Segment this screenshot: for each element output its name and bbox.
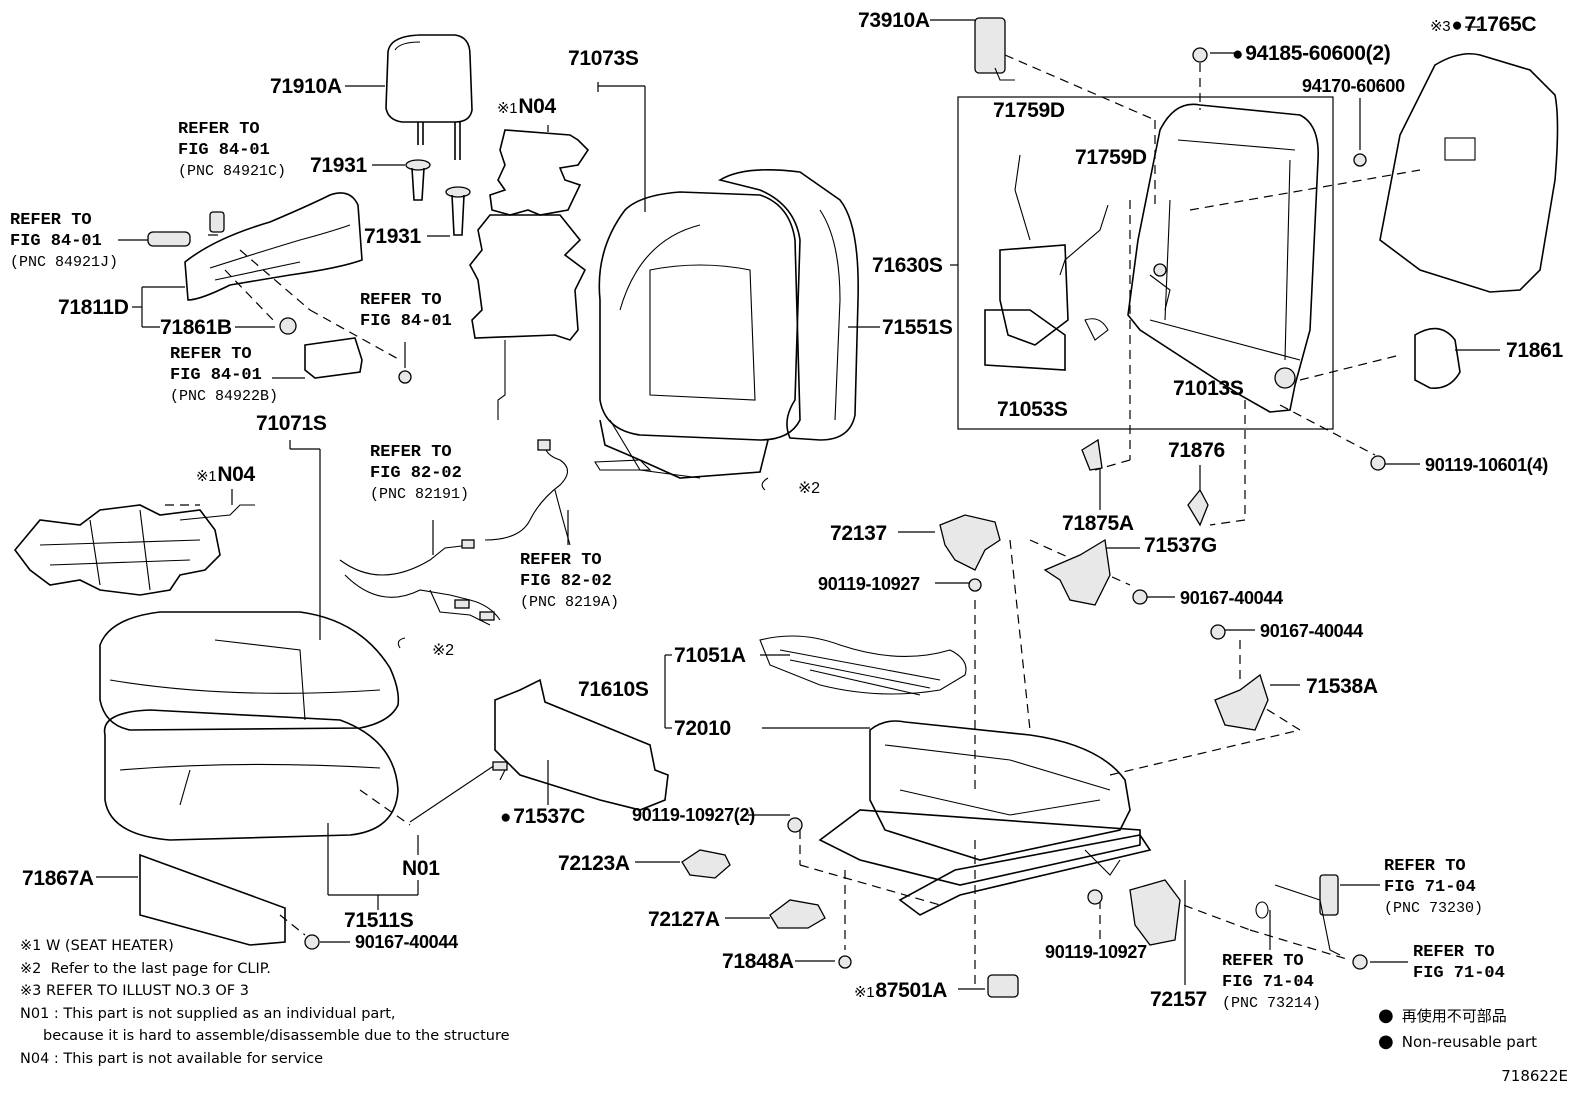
label-90167-40044-mid[interactable]: 90167-40044	[1260, 621, 1363, 641]
refer-to-fig-82-02-82191[interactable]: REFER TO FIG 82-02 (PNC 82191)	[370, 443, 470, 503]
non-reusable-marker	[1451, 13, 1464, 36]
non-reusable-marker	[500, 805, 513, 828]
label-72010[interactable]: 72010	[674, 717, 731, 740]
label-90119-10927-upper[interactable]: 90119-10927	[818, 574, 920, 594]
note-line: ※2 Refer to the last page for CLIP.	[20, 960, 271, 977]
leader-lines	[96, 19, 1500, 990]
note-line: ※3 REFER TO ILLUST NO.3 OF 3	[20, 983, 249, 999]
label-71875A[interactable]: 71875A	[1062, 512, 1134, 535]
refer-to-fig-71-04-73214[interactable]: REFER TO FIG 71-04 (PNC 73214)	[1222, 952, 1322, 1012]
note-line: N04 : This part is not available for ser…	[20, 1050, 324, 1067]
label-90119-10601[interactable]: 90119-10601(4)	[1425, 455, 1548, 475]
label-71931-upper[interactable]: 71931	[310, 154, 367, 177]
refer-to-fig-84-01-84921J[interactable]: REFER TO FIG 84-01 (PNC 84921J)	[10, 211, 119, 271]
refer-to-fig-71-04[interactable]: REFER TO FIG 71-04	[1413, 943, 1505, 983]
label-71848A[interactable]: 71848A	[722, 950, 794, 973]
label-72123A[interactable]: 72123A	[558, 852, 630, 875]
label-71051A[interactable]: 71051A	[674, 644, 746, 667]
seat-frame-drawing	[759, 635, 1152, 916]
legend-en: Non-reusable part	[1378, 1029, 1537, 1055]
refer-to-fig-71-04-73230[interactable]: REFER TO FIG 71-04 (PNC 73230)	[1384, 857, 1484, 917]
label-71073S[interactable]: 71073S	[568, 47, 639, 70]
lower-trim-drawing	[139, 678, 669, 950]
label-94170-60600[interactable]: 94170-60600	[1302, 76, 1405, 96]
label-90167-40044-lower[interactable]: 90167-40044	[355, 932, 458, 952]
label-71537C[interactable]: 71537C	[500, 805, 585, 828]
note-line: ※1 W (SEAT HEATER)	[20, 938, 174, 954]
label-71071S[interactable]: 71071S	[256, 412, 327, 435]
label-N04-back[interactable]: ※1N04	[497, 95, 556, 118]
label-87501A[interactable]: ※187501A	[854, 979, 948, 1002]
label-71053S[interactable]: 71053S	[997, 398, 1068, 421]
small-parts-drawing	[681, 438, 1368, 998]
non-reusable-marker	[1232, 42, 1245, 65]
label-90119-10927-2[interactable]: 90119-10927(2)	[632, 805, 755, 825]
label-71811D[interactable]: 71811D	[58, 296, 129, 319]
label-90167-40044-upper[interactable]: 90167-40044	[1180, 588, 1283, 608]
note-line: N01 : This part is not supplied as an in…	[20, 1005, 396, 1022]
seatback-frame-group-drawing	[957, 17, 1367, 430]
label-94185-60600[interactable]: 94185-60600(2)	[1232, 42, 1391, 65]
refer-to-fig-84-01[interactable]: REFER TO FIG 84-01	[360, 291, 452, 331]
non-reusable-dot-icon	[1378, 1033, 1402, 1051]
clip-mark-harness: ※2	[432, 642, 454, 659]
non-reusable-dot-icon	[1378, 1007, 1402, 1025]
seat-cushion-drawing	[99, 611, 400, 841]
label-71759D-right[interactable]: 71759D	[1075, 146, 1147, 169]
label-71765C[interactable]: ※371765C	[1430, 13, 1537, 36]
label-71538A[interactable]: 71538A	[1306, 675, 1378, 698]
label-71861[interactable]: 71861	[1506, 339, 1563, 362]
refer-to-fig-84-01-84922B[interactable]: REFER TO FIG 84-01 (PNC 84922B)	[170, 345, 279, 405]
label-73910A[interactable]: 73910A	[858, 9, 930, 32]
label-71910A[interactable]: 71910A	[270, 75, 342, 98]
label-71759D-left[interactable]: 71759D	[993, 99, 1065, 122]
label-N04-cushion[interactable]: ※1N04	[196, 463, 255, 486]
label-90119-10927-lower[interactable]: 90119-10927	[1045, 942, 1147, 962]
footnotes: ※1 W (SEAT HEATER) ※2 Refer to the last p…	[20, 935, 510, 1070]
clip-mark-back: ※2	[798, 480, 820, 497]
legend-jp: 再使用不可部品	[1378, 1003, 1537, 1029]
headrest-drawing	[385, 34, 473, 236]
figure-id: 718622E	[1501, 1067, 1568, 1085]
seatback-cover-drawing	[594, 168, 859, 479]
label-71861B[interactable]: 71861B	[160, 316, 232, 339]
legend: 再使用不可部品 Non-reusable part	[1378, 1003, 1537, 1055]
label-71537G[interactable]: 71537G	[1144, 534, 1217, 557]
label-72137[interactable]: 72137	[830, 522, 887, 545]
label-71876[interactable]: 71876	[1168, 439, 1225, 462]
label-71013S[interactable]: 71013S	[1173, 377, 1244, 400]
back-board-drawing	[1370, 52, 1559, 471]
label-71630S[interactable]: 71630S	[872, 254, 943, 277]
refer-to-fig-82-02-8219A[interactable]: REFER TO FIG 82-02 (PNC 8219A)	[520, 551, 620, 611]
label-71931-lower[interactable]: 71931	[364, 225, 421, 248]
seat-side-shield-drawing	[147, 192, 412, 384]
label-71511S[interactable]: 71511S	[344, 909, 414, 932]
refer-to-fig-84-01-84921C[interactable]: REFER TO FIG 84-01 (PNC 84921C)	[178, 120, 287, 180]
label-N01[interactable]: N01	[402, 857, 440, 880]
label-72157[interactable]: 72157	[1150, 988, 1207, 1011]
cushion-heater-drawing	[13, 504, 255, 596]
label-71551S[interactable]: 71551S	[882, 316, 953, 339]
note-line: because it is hard to assemble/disassemb…	[20, 1028, 510, 1044]
wire-harness-drawing	[339, 439, 769, 649]
label-72127A[interactable]: 72127A	[648, 908, 720, 931]
label-71610S[interactable]: 71610S	[578, 678, 649, 701]
assembly-dashed-lines	[165, 48, 1421, 990]
label-71867A[interactable]: 71867A	[22, 867, 94, 890]
seatback-heater-drawing	[469, 129, 590, 420]
